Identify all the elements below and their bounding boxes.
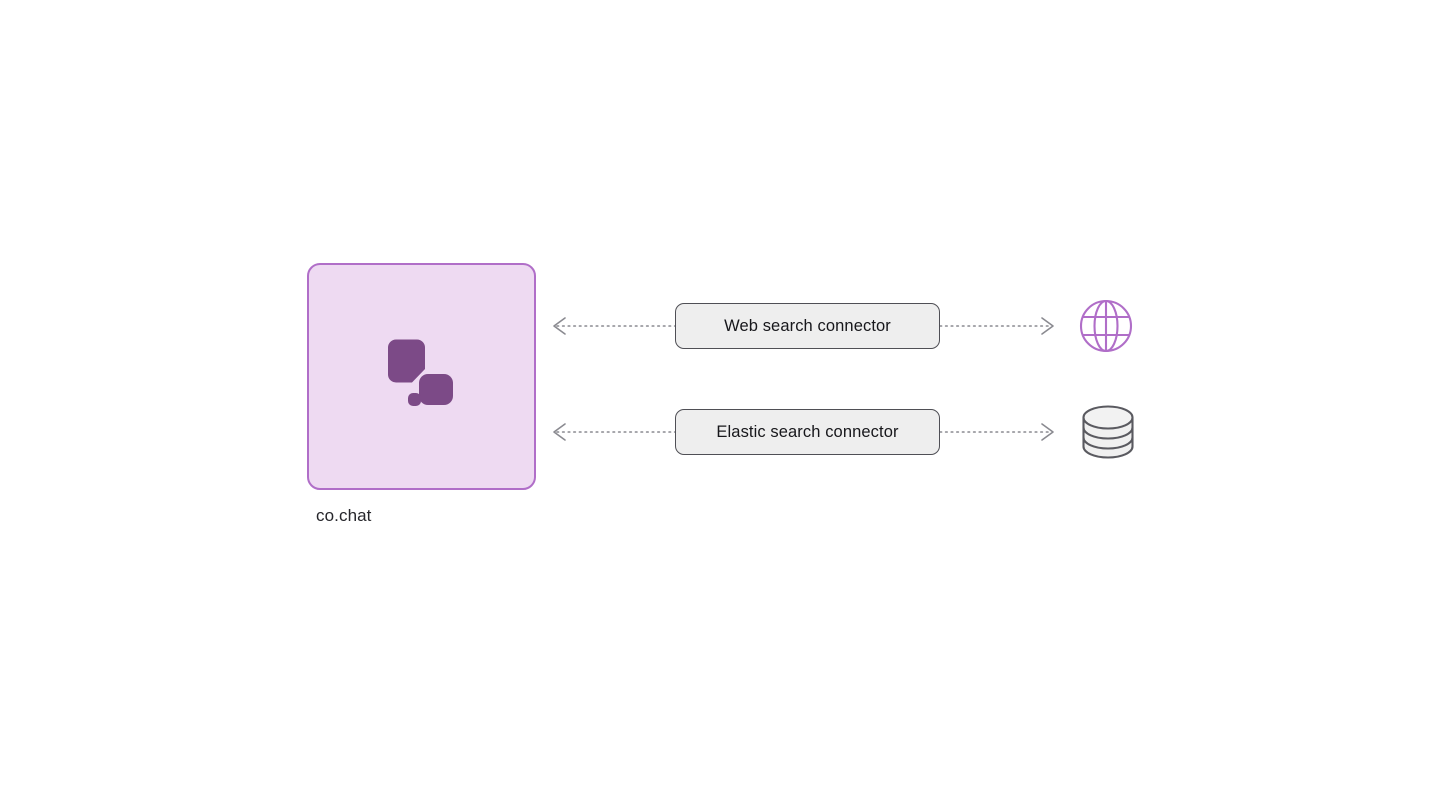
connector-box-elastic-search[interactable]: Elastic search connector xyxy=(675,409,940,455)
connector-label-web-search: Web search connector xyxy=(724,317,891,335)
database-icon[interactable] xyxy=(1080,404,1136,460)
edge-line-web-search xyxy=(553,317,1054,335)
connector-box-web-search[interactable]: Web search connector xyxy=(675,303,940,349)
edge-line-elastic-search xyxy=(553,423,1054,441)
globe-icon[interactable] xyxy=(1078,298,1134,354)
chat-bubbles-icon xyxy=(382,337,462,417)
node-co-chat[interactable] xyxy=(307,263,536,490)
node-co-chat-label: co.chat xyxy=(316,506,372,525)
edge-row-web-search: Web search connector xyxy=(548,300,1068,352)
connector-label-elastic-search: Elastic search connector xyxy=(716,423,899,441)
edge-row-elastic-search: Elastic search connector xyxy=(548,406,1068,458)
